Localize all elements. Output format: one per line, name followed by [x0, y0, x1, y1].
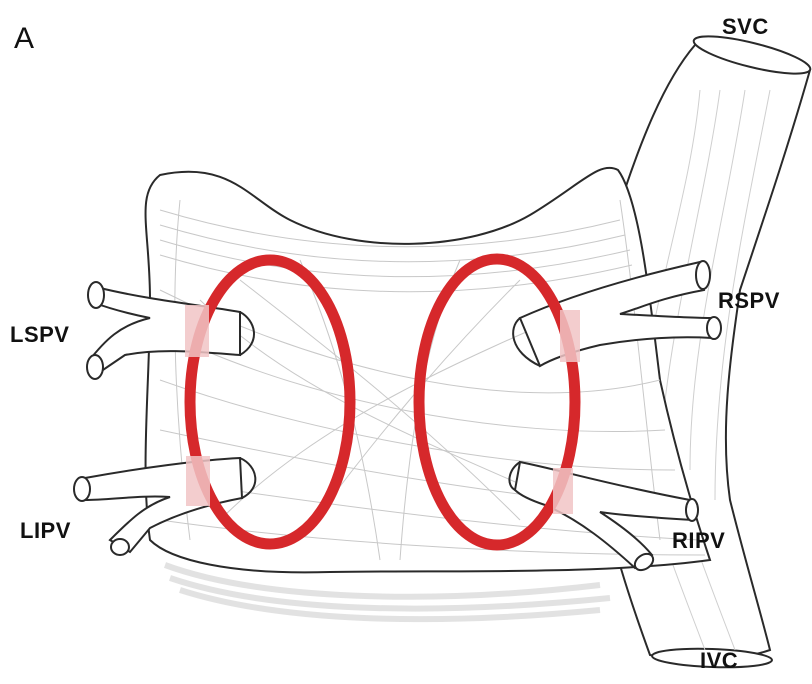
- label-svc: SVC: [722, 14, 769, 40]
- label-ripv: RIPV: [672, 528, 725, 554]
- label-lipv: LIPV: [20, 518, 71, 544]
- lipv-ring-overlap: [186, 456, 210, 506]
- ripv-ring-overlap: [553, 468, 573, 514]
- rspv-ring-overlap: [560, 310, 580, 362]
- label-lspv: LSPV: [10, 322, 69, 348]
- label-rspv: RSPV: [718, 288, 780, 314]
- lspv-ring-overlap: [185, 305, 209, 357]
- label-ivc: IVC: [700, 648, 738, 674]
- panel-label: A: [14, 22, 35, 56]
- posterior-wall-shadow: [165, 565, 610, 619]
